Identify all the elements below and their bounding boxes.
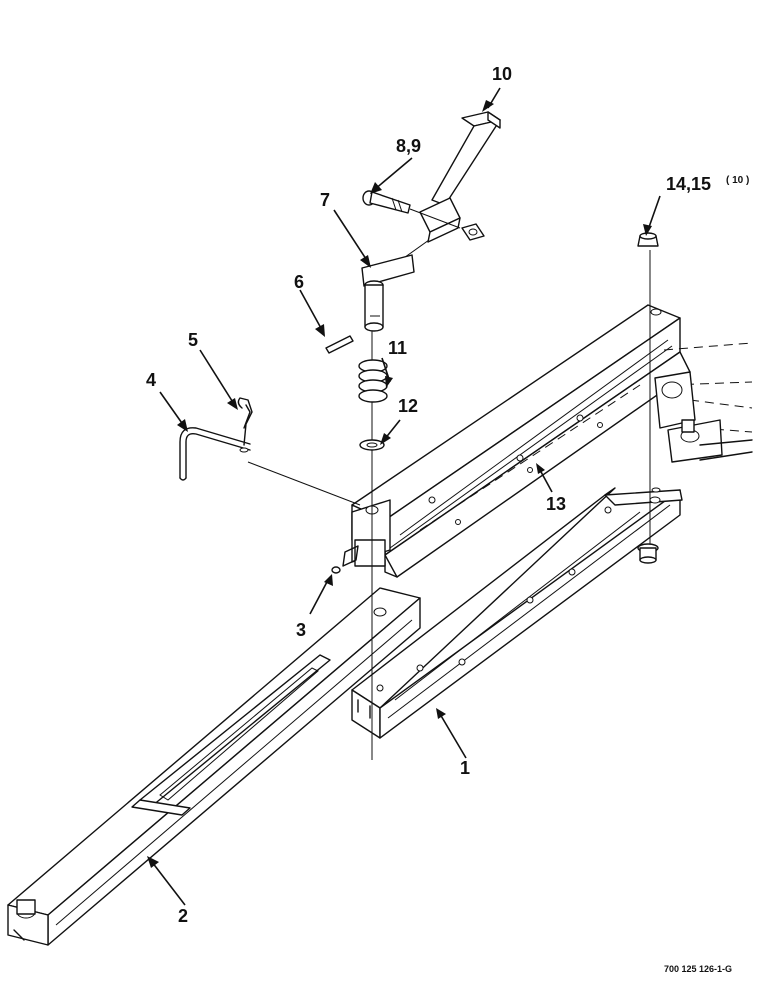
part-3-set-screw — [331, 566, 341, 574]
callout-3: 3 — [296, 620, 306, 640]
callout-4: 4 — [146, 370, 156, 390]
part-10-handle — [419, 111, 501, 243]
callout-5: 5 — [188, 330, 198, 350]
part-5-hair-pin — [237, 397, 253, 453]
right-frame-bracket — [654, 342, 753, 463]
part-14-15-bolt-stack — [637, 232, 661, 564]
callout-8-9: 8,9 — [396, 136, 421, 156]
callout-labels: 10 8,9 7 6 5 4 11 12 13 3 1 2 14,15 ( 10… — [146, 64, 749, 974]
part-1-lower-channel — [351, 487, 683, 739]
leader-lines — [147, 87, 661, 906]
part-7-latch-pin — [361, 254, 415, 332]
part-11-spring — [358, 359, 388, 403]
drawing-number: 700 125 126-1-G — [664, 964, 732, 974]
part-6-roll-pin — [325, 335, 354, 354]
callout-11: 11 — [388, 338, 407, 358]
callout-14-15: 14,15 — [666, 174, 711, 194]
callout-10: 10 — [492, 64, 512, 84]
part-12-washer — [359, 439, 385, 451]
callout-2: 2 — [178, 906, 188, 926]
callout-7: 7 — [320, 190, 330, 210]
callout-1: 1 — [460, 758, 470, 778]
callout-12: 12 — [398, 396, 418, 416]
callout-13: 13 — [546, 494, 566, 514]
part-4-l-pin — [179, 427, 251, 481]
callout-6: 6 — [294, 272, 304, 292]
part-2-square-tube — [7, 587, 421, 946]
part-8-9-bolt-nut — [362, 190, 485, 241]
callout-14-15-quantity: ( 10 ) — [726, 175, 749, 186]
